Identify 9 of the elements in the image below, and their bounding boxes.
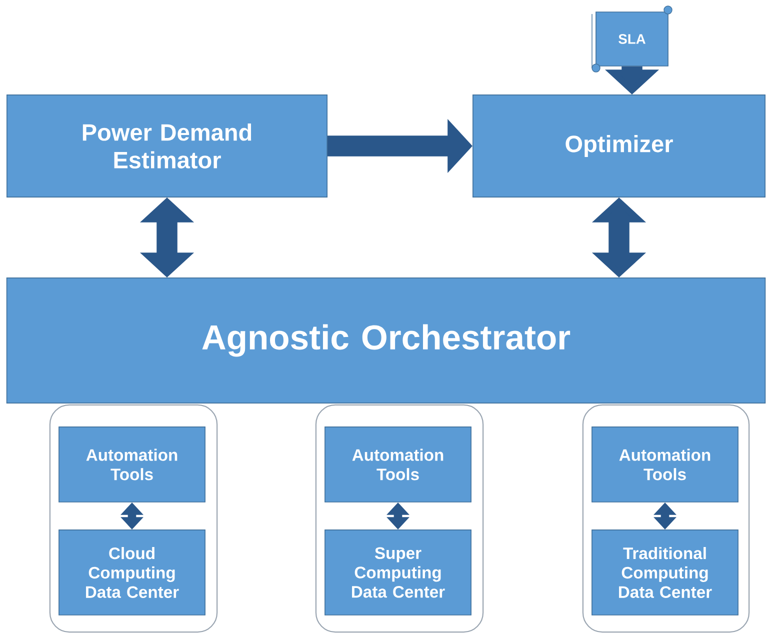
orchestrator-band: Agnostic Orchestrator (6, 278, 766, 404)
process-box: Traditional Computing Data Center (592, 530, 738, 616)
process-box: Automation Tools (592, 426, 738, 502)
process-box: Super Computing Data Center (324, 530, 472, 616)
process-box: Optimizer (472, 94, 766, 198)
process-box: Power Demand Estimator (6, 94, 328, 198)
process-box: Cloud Computing Data Center (58, 530, 206, 616)
process-box: Automation Tools (324, 426, 472, 502)
process-box: Automation Tools (58, 426, 206, 502)
